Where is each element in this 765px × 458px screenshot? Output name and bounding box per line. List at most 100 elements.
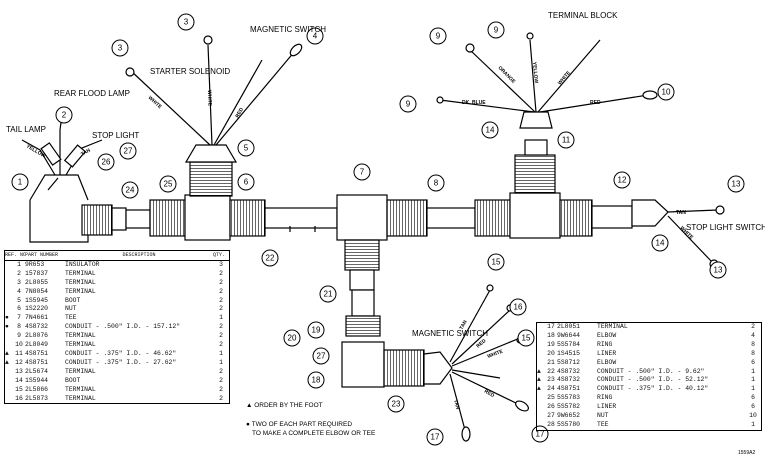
cell-desc: TERMINAL: [65, 385, 96, 393]
cell-qty: 2: [219, 385, 223, 393]
cell-part: 1S5945: [25, 296, 49, 304]
lamp-wires: [21, 114, 103, 191]
cell-part: 1S4515: [557, 349, 581, 357]
cell-part: 4S8751: [557, 385, 581, 393]
callout-9b: 9: [494, 26, 499, 35]
cell-qty: 2: [219, 296, 223, 304]
cell-desc: TERMINAL: [65, 269, 96, 277]
cell-desc: CONDUIT - .375" I.D. - 40.12": [597, 385, 709, 393]
cell-desc: ELBOW: [597, 358, 617, 366]
cell-qty: 8: [751, 340, 755, 348]
label-stop-light-switch: STOP LIGHT SWITCH: [686, 223, 765, 232]
cell-desc: TERMINAL: [65, 394, 96, 402]
cell-ref: 3: [17, 278, 21, 286]
cell-mark: [537, 394, 545, 403]
cell-part: 4S8732: [557, 367, 581, 375]
cell-part: 2L5674: [25, 367, 49, 375]
cell-mark: ▲: [537, 385, 541, 393]
callout-26: 26: [102, 158, 111, 167]
cell-qty: 10: [749, 412, 757, 420]
cell-part: 9W6652: [557, 412, 581, 420]
cell-qty: 1: [751, 385, 755, 393]
cell-part: 5S5783: [557, 394, 581, 402]
cell-qty: 2: [219, 269, 223, 277]
callout-1: 1: [18, 178, 23, 187]
cell-desc: TEE: [597, 420, 609, 428]
cell-desc: CONDUIT - .375" I.D. - 46.62": [65, 349, 177, 357]
cell-ref: 6: [17, 305, 21, 313]
cell-desc: CONDUIT - .375" I.D. - 27.62": [65, 358, 177, 366]
cell-mark: [5, 341, 13, 350]
callout-16: 16: [514, 303, 523, 312]
callout-13b: 13: [714, 266, 723, 275]
header-qty: QTY.: [213, 252, 226, 258]
cell-desc: TEE: [65, 314, 77, 322]
main-conduit-left: [125, 194, 338, 241]
label-tail-lamp: TAIL LAMP: [6, 125, 46, 134]
header-ref: REF. NO.: [5, 252, 25, 258]
callout-13a: 13: [732, 180, 741, 189]
cell-ref: 4: [17, 287, 21, 295]
cell-mark: [5, 261, 13, 270]
callout-9c: 9: [406, 100, 411, 109]
cell-ref: 13: [15, 367, 23, 375]
cell-desc: TERMINAL: [65, 367, 96, 375]
cell-mark: [537, 332, 545, 341]
callout-22: 22: [266, 254, 275, 263]
cell-qty: 6: [751, 358, 755, 366]
cell-desc: TERMINAL: [65, 278, 96, 286]
cell-part: 2L5866: [25, 385, 49, 393]
wire-white-5: WHITE: [487, 349, 505, 360]
wire-red-1: RED: [235, 107, 246, 119]
header-description: DESCRIPTION: [122, 252, 156, 258]
cell-qty: 1: [751, 420, 755, 428]
callout-27a: 27: [124, 147, 133, 156]
cell-desc: RING: [597, 340, 613, 348]
cell-ref: 18: [547, 331, 555, 339]
callout-3b: 3: [184, 18, 189, 27]
callout-25: 25: [164, 180, 173, 189]
cell-desc: RING: [597, 394, 613, 402]
callout-5: 5: [244, 144, 249, 153]
callout-18: 18: [312, 376, 321, 385]
cell-part: 4S8732: [25, 323, 49, 331]
cell-ref: 27: [547, 412, 555, 420]
cell-qty: 1: [219, 358, 223, 366]
cell-ref: 10: [15, 341, 23, 349]
cell-desc: TERMINAL: [597, 323, 628, 330]
callout-20: 20: [288, 334, 297, 343]
callout-9a: 9: [436, 32, 441, 41]
callout-2: 2: [62, 111, 67, 120]
cell-part: 9R653: [25, 260, 45, 268]
cell-ref: 16: [15, 394, 23, 402]
callout-6: 6: [244, 178, 249, 187]
wire-yellow-2: YELLOW: [531, 62, 539, 84]
cell-mark: [5, 297, 13, 306]
callout-3a: 3: [118, 44, 123, 53]
cell-qty: 4: [751, 331, 755, 339]
cell-part: 5S5782: [557, 403, 581, 411]
callout-15b: 15: [522, 334, 531, 343]
cell-desc: BOOT: [65, 376, 81, 384]
cell-mark: ▲: [537, 376, 541, 384]
label-rear-flood-lamp: REAR FLOOD LAMP: [54, 89, 130, 98]
cell-qty: 2: [219, 341, 223, 349]
cell-desc: NUT: [65, 305, 77, 313]
callout-27b: 27: [317, 352, 326, 361]
cell-ref: 17: [547, 323, 555, 330]
note-two-required-2: TO MAKE A COMPLETE ELBOW OR TEE: [252, 430, 376, 437]
cell-ref: 22: [547, 367, 555, 375]
cell-qty: 1: [219, 314, 223, 322]
wire-tan-3: TAN: [459, 319, 469, 331]
cell-ref: 23: [547, 376, 555, 384]
